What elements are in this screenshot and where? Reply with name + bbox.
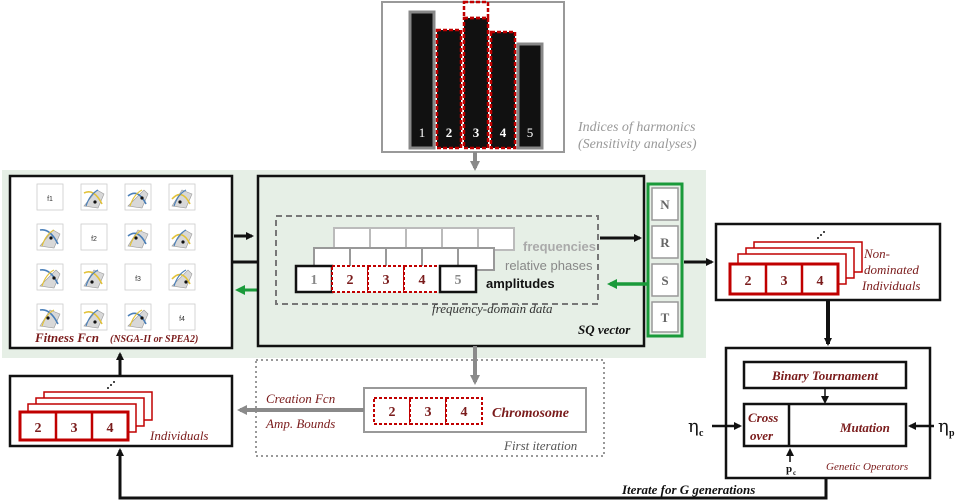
crossover-mutation-box [742, 402, 908, 448]
amplitude-cell-1: 1 [311, 273, 318, 288]
harmonic-label-1: 1 [419, 125, 426, 140]
sq-vector-box [256, 174, 646, 348]
harmonic-label-2: 2 [446, 125, 453, 140]
nondominated-label-2: dominated [864, 262, 919, 277]
harmonic-label-4: 4 [500, 125, 507, 140]
fitness-subtitle: (NSGA-II or SPEA2) [110, 334, 198, 345]
harmonics-caption-1: Indices of harmonics [577, 120, 696, 135]
nrst-s: S [661, 273, 668, 288]
chromosome-cell-2: 2 [389, 405, 396, 420]
eta-p-sub: p [949, 428, 955, 439]
amplitude-cell-5: 5 [455, 273, 462, 288]
scatter-thumbnail [36, 303, 64, 331]
nondominated-cell-4: 4 [817, 274, 824, 289]
individuals-stack [18, 381, 153, 442]
objective-label: f2 [91, 236, 97, 243]
scatter-thumbnail [168, 183, 196, 211]
individuals-cell-3: 3 [71, 421, 78, 436]
objective-label: f4 [179, 316, 185, 323]
scatter-thumbnail [80, 263, 108, 291]
objective-label: f3 [135, 276, 141, 283]
chromosome-cells [373, 397, 483, 425]
individuals-cell-2: 2 [35, 421, 42, 436]
over-label: over [750, 428, 774, 443]
first-iteration-label: First iteration [503, 438, 577, 453]
harmonic-bar-2 [435, 28, 463, 150]
scatter-thumbnail [124, 183, 152, 211]
scatter-thumbnail [168, 263, 196, 291]
nondominated-cell-3: 3 [781, 274, 788, 289]
chromosome-label: Chromosome [492, 406, 569, 421]
amplitudes-label: amplitudes [486, 276, 555, 291]
fitness-title: Fitness Fcn [34, 330, 99, 345]
frequency-domain-box [275, 215, 599, 305]
amplitudes-row [294, 264, 478, 294]
nrst-t: T [661, 310, 670, 325]
harmonic-label-5: 5 [527, 125, 534, 140]
harmonic-bar-4 [489, 30, 517, 150]
objective-label-cell: f3 [124, 263, 152, 291]
nrst-r: R [660, 235, 670, 250]
frequencies-label: frequencies [523, 239, 596, 254]
harmonic-bar-3-top [462, 0, 490, 20]
nrst-n: N [660, 197, 670, 212]
amplitude-cell-4: 4 [419, 273, 426, 288]
objective-label-cell: f1 [36, 183, 64, 211]
pc-sub: c [793, 469, 796, 477]
iterate-loop-arrow [116, 448, 828, 500]
nondominated-label-3: Individuals [861, 278, 921, 293]
eta-p-label: η [938, 416, 949, 437]
amplitude-cell-2: 2 [347, 273, 354, 288]
scatter-thumbnail [168, 223, 196, 251]
cross-label: Cross [748, 410, 778, 425]
binary-tournament-box [742, 360, 908, 390]
scatter-thumbnail [124, 223, 152, 251]
harmonic-bar-1 [408, 10, 436, 150]
harmonics-caption-2: (Sensitivity analyses) [578, 137, 697, 152]
scatter-thumbnail [36, 223, 64, 251]
objective-label-cell: f2 [80, 223, 108, 251]
chromosome-cell-4: 4 [461, 405, 468, 420]
scatter-matrix: f1 f2 f3 f4 [36, 183, 196, 331]
scatter-thumbnail [124, 303, 152, 331]
scatter-thumbnail [36, 263, 64, 291]
nondominated-cell-2: 2 [745, 274, 752, 289]
sq-vector-label: SQ vector [578, 322, 631, 337]
amp-bounds-label: Amp. Bounds [265, 416, 335, 431]
harmonic-bar-3 [462, 16, 490, 150]
amplitude-cell-3: 3 [383, 273, 390, 288]
fitness-box: f1 f2 f3 f4 [8, 174, 234, 350]
pc-label: p [786, 463, 792, 475]
harmonics-chart: 1 2 3 4 5 [381, 0, 565, 153]
chromosome-cell-3: 3 [425, 405, 432, 420]
frequency-domain-label: frequency-domain data [432, 301, 553, 316]
binary-tournament-label: Binary Tournament [771, 368, 878, 383]
harmonic-label-3: 3 [473, 125, 480, 140]
harmonic-bar-5 [516, 42, 544, 150]
creation-fcn-label: Creation Fcn [266, 391, 335, 406]
objective-label: f1 [47, 196, 53, 203]
scatter-thumbnail [80, 303, 108, 331]
nondominated-stack [728, 231, 863, 296]
nrst-column [646, 182, 684, 338]
eta-c-sub: c [699, 428, 704, 439]
relative-phases-label: relative phases [505, 258, 593, 273]
scatter-thumbnail [80, 183, 108, 211]
genetic-operators-label: Genetic Operators [826, 461, 908, 473]
individuals-cell-4: 4 [107, 421, 114, 436]
individuals-label: Individuals [149, 428, 209, 443]
nondominated-label-1: Non- [863, 246, 890, 261]
frequencies-row [333, 227, 515, 251]
mutation-label: Mutation [839, 420, 890, 435]
objective-label-cell: f4 [168, 303, 196, 331]
eta-c-label: η [688, 416, 699, 437]
iterate-label: Iterate for G generations [621, 482, 755, 497]
